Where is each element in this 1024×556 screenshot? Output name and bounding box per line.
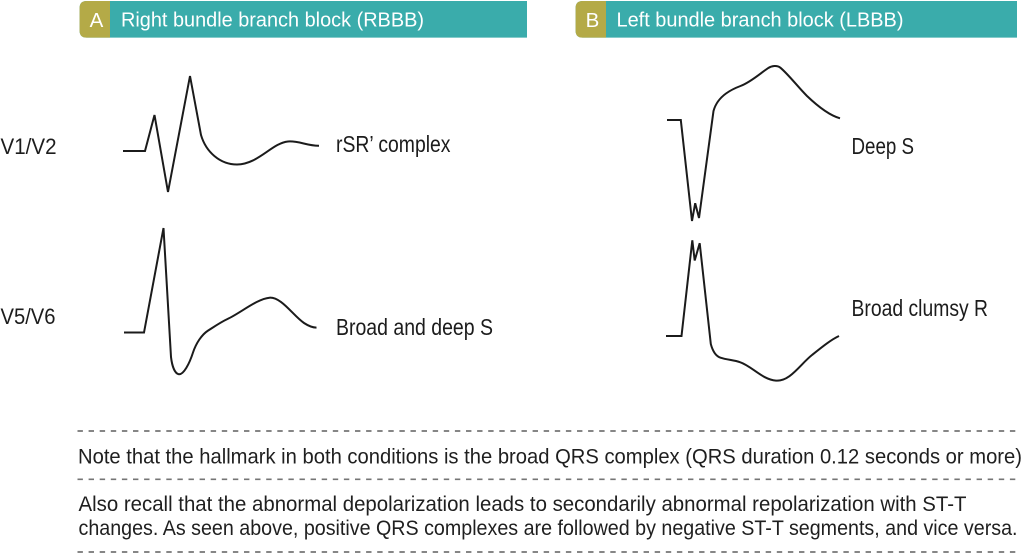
svg-text:Note that the hallmark in both: Note that the hallmark in both condition… [78, 446, 1022, 469]
svg-text:A: A [90, 9, 104, 32]
svg-text:Left bundle branch block (LBBB: Left bundle branch block (LBBB) [617, 8, 904, 31]
svg-text:V5/V6: V5/V6 [1, 304, 56, 329]
svg-text:Broad clumsy R: Broad clumsy R [852, 295, 989, 321]
svg-text:Also recall that the abnormal: Also recall that the abnormal depolariza… [79, 493, 967, 516]
svg-text:Broad and deep S: Broad and deep S [336, 314, 493, 340]
svg-text:Right bundle branch block (RBB: Right bundle branch block (RBBB) [121, 8, 424, 31]
svg-text:Deep S: Deep S [852, 133, 915, 159]
svg-text:changes. As seen above, positi: changes. As seen above, positive QRS com… [79, 517, 1018, 540]
svg-text:B: B [586, 9, 600, 32]
svg-text:rSR’ complex: rSR’ complex [336, 131, 451, 157]
svg-text:V1/V2: V1/V2 [1, 134, 57, 159]
